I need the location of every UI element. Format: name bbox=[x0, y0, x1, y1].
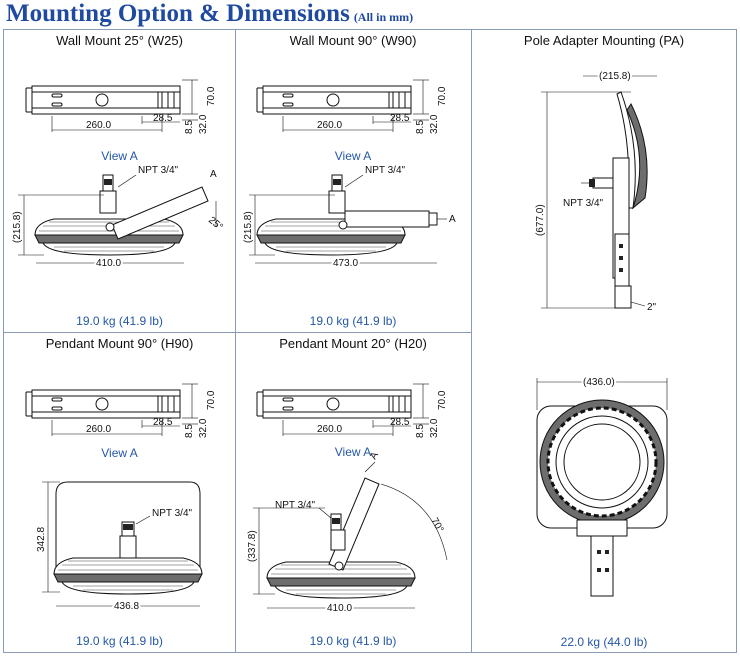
bracket-drawing: 260.0 28.5 8.5 32.0 70.0 bbox=[256, 383, 448, 438]
dim-overall-width: 410.0 bbox=[327, 603, 352, 614]
grid-divider-v1 bbox=[235, 30, 236, 653]
side-view-drawing: (215.8) 473.0 NPT 3/4" A bbox=[243, 165, 456, 271]
dim-offset: 28.5 bbox=[153, 113, 173, 124]
dim-offset: 28.5 bbox=[390, 113, 410, 124]
view-label: View A bbox=[334, 149, 372, 163]
panel-title: Pendant Mount 90° (H90) bbox=[45, 336, 194, 351]
dim-angle: 25° bbox=[206, 215, 225, 233]
dim-overall-height: (215.8) bbox=[12, 211, 23, 243]
dim-offset: 28.5 bbox=[153, 417, 173, 428]
dim-overall-width: 473.0 bbox=[333, 258, 358, 269]
dim-overall-height: (215.8) bbox=[243, 211, 254, 243]
page-title: Mounting Option & Dimensions(All in mm) bbox=[6, 0, 413, 28]
panel-pendant-mount-20: Pendant Mount 20° (H20) 260.0 28.5 8.5 3… bbox=[235, 332, 471, 653]
dim-top-width: (215.8) bbox=[599, 71, 631, 82]
side-view-drawing: 342.8 436.8 NPT 3/4" bbox=[36, 481, 203, 614]
panel-wall-mount-90: Wall Mount 90° (W90) 260.0 28.5 8.5 32.0… bbox=[235, 30, 471, 332]
bracket-drawing: 260.0 28.5 8.5 32.0 70.0 bbox=[25, 383, 217, 438]
panel-title: Pole Adapter Mounting (PA) bbox=[523, 33, 685, 48]
side-view-drawing: A 70° (337.8) 410.0 NPT 3/4" bbox=[247, 450, 448, 616]
npt-label: NPT 3/4" bbox=[152, 508, 192, 519]
dim-height: 70.0 bbox=[437, 86, 448, 106]
dim-overall-width: 410.0 bbox=[96, 258, 121, 269]
panel-wall-mount-25: Wall Mount 25° (W25) 260.0 28.5 8.5 32.0… bbox=[4, 30, 235, 332]
view-a-marker: A bbox=[449, 214, 456, 225]
dim-overall-height: 342.8 bbox=[36, 527, 47, 552]
bracket-drawing: 260.0 28.5 8.5 32.0 70.0 bbox=[25, 79, 217, 134]
page-title-text: Mounting Option & Dimensions bbox=[6, 0, 350, 27]
dim-length: 260.0 bbox=[86, 120, 111, 131]
weight-label: 19.0 kg (41.9 lb) bbox=[309, 634, 397, 648]
grid-divider-v2 bbox=[471, 30, 472, 653]
npt-label: NPT 3/4" bbox=[563, 198, 603, 209]
dim-overall-width: 436.8 bbox=[114, 601, 139, 612]
dim-d2: 32.0 bbox=[429, 418, 440, 438]
dim-d1: 8.5 bbox=[415, 120, 426, 134]
npt-label: NPT 3/4" bbox=[275, 500, 315, 511]
pole-side-drawing: (677.0) (215.8) NPT 3/4" 2" bbox=[535, 69, 657, 313]
units-note: (All in mm) bbox=[353, 10, 414, 24]
dim-d2: 32.0 bbox=[198, 114, 209, 134]
panel-title: Pendant Mount 20° (H20) bbox=[279, 336, 427, 351]
npt-label: NPT 3/4" bbox=[138, 165, 178, 176]
drawing-grid bbox=[3, 29, 737, 653]
dim-diameter: (436.0) bbox=[583, 377, 615, 388]
dim-d2: 32.0 bbox=[198, 418, 209, 438]
dim-length: 260.0 bbox=[86, 424, 111, 435]
dim-d1: 8.5 bbox=[415, 424, 426, 438]
view-label: View A bbox=[101, 149, 138, 163]
dim-length: 260.0 bbox=[317, 424, 342, 435]
weight-label: 19.0 kg (41.9 lb) bbox=[76, 314, 163, 328]
dim-overall-height: (677.0) bbox=[535, 204, 546, 236]
dim-height: 70.0 bbox=[437, 390, 448, 410]
pipe-size-label: 2" bbox=[647, 302, 657, 313]
view-label: View A bbox=[101, 446, 138, 460]
npt-label: NPT 3/4" bbox=[365, 165, 405, 176]
dim-height: 70.0 bbox=[206, 86, 217, 106]
dim-height: 70.0 bbox=[206, 390, 217, 410]
dim-angle: 70° bbox=[428, 516, 445, 535]
pole-top-drawing: (436.0) bbox=[536, 375, 668, 597]
dim-offset: 28.5 bbox=[390, 417, 410, 428]
dim-length: 260.0 bbox=[317, 120, 342, 131]
dim-overall-height: (337.8) bbox=[247, 530, 258, 562]
panel-title: Wall Mount 90° (W90) bbox=[289, 33, 417, 48]
panel-title: Wall Mount 25° (W25) bbox=[56, 33, 183, 48]
dim-d2: 32.0 bbox=[429, 114, 440, 134]
view-label: View A bbox=[334, 445, 372, 459]
side-view-drawing: (215.8) 410.0 NPT 3/4" A 25° bbox=[12, 165, 225, 271]
weight-label: 19.0 kg (41.9 lb) bbox=[309, 314, 397, 328]
panel-pendant-mount-90: Pendant Mount 90° (H90) 260.0 28.5 8.5 3… bbox=[4, 332, 235, 653]
bracket-drawing: 260.0 28.5 8.5 32.0 70.0 bbox=[256, 79, 448, 134]
grid-divider-h bbox=[4, 332, 471, 333]
weight-label: 22.0 kg (44.0 lb) bbox=[560, 635, 648, 649]
view-a-marker: A bbox=[210, 169, 217, 180]
view-a-marker: A bbox=[368, 450, 381, 462]
weight-label: 19.0 kg (41.9 lb) bbox=[76, 634, 163, 648]
dim-d1: 8.5 bbox=[184, 424, 195, 438]
panel-pole-adapter: Pole Adapter Mounting (PA) (677.0) (215.… bbox=[471, 30, 737, 653]
dim-d1: 8.5 bbox=[184, 120, 195, 134]
